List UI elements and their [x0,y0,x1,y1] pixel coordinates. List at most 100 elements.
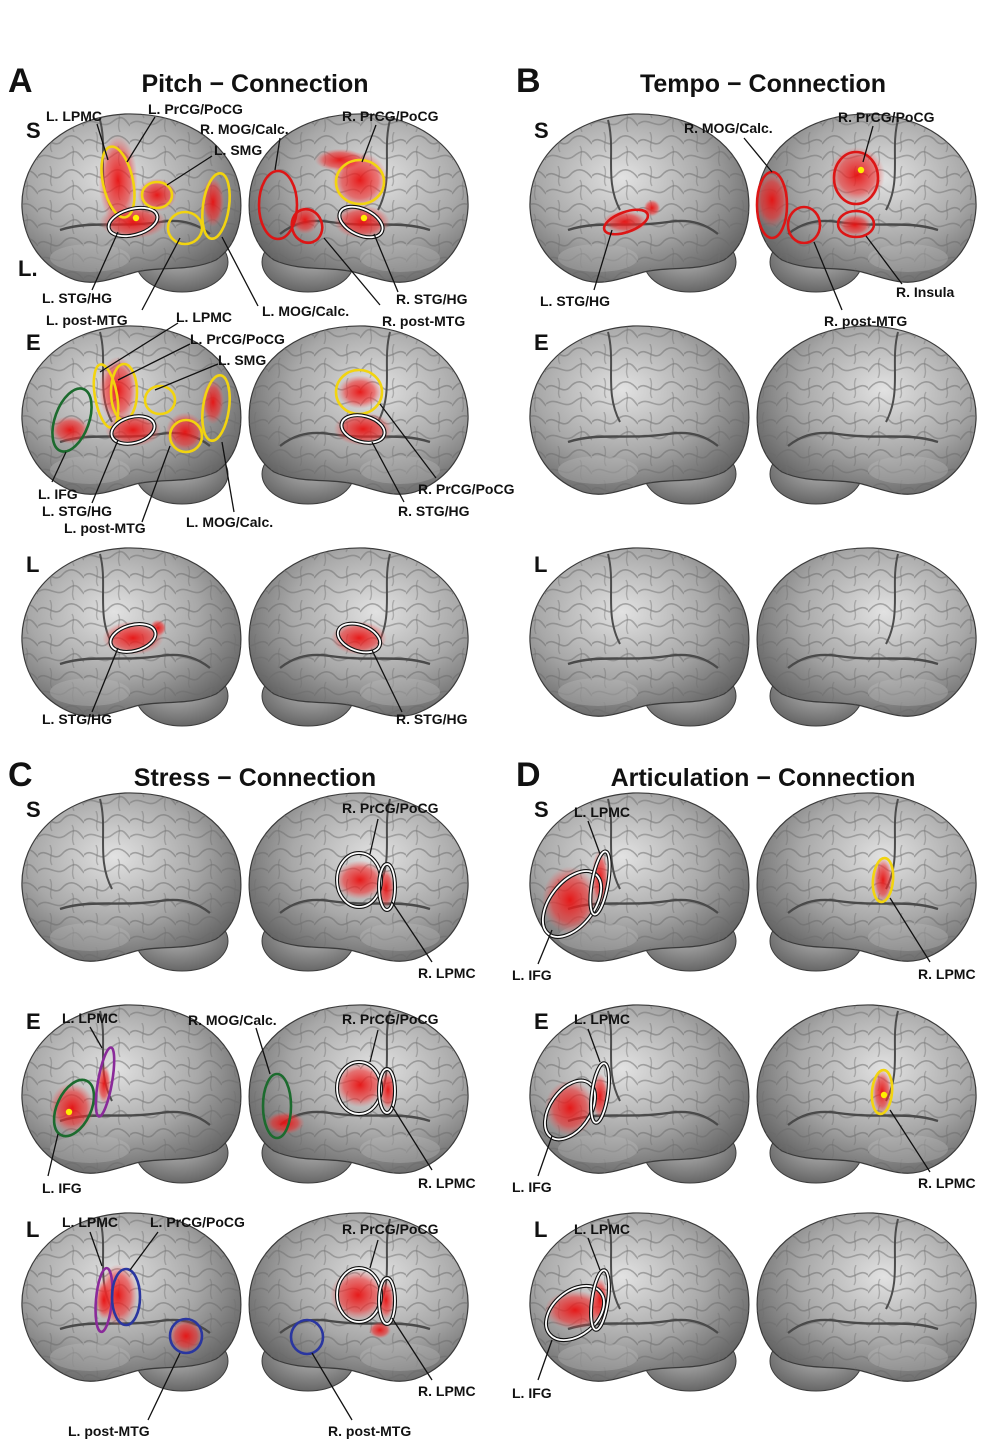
region-label: L. MOG/Calc. [186,514,273,530]
temporal-highlight [558,456,638,484]
leader-line [373,233,399,293]
leader-lines-layer [47,116,931,1421]
left-hemisphere-brain [21,792,242,972]
leader-line [391,901,433,963]
region-label: L. MOG/Calc. [262,303,349,319]
roi-outline-shadow [257,169,299,241]
region-label: L. LPMC [574,804,630,820]
roi-outline-shadow [832,150,880,206]
gyri-texture [757,792,977,962]
leader-line [89,1231,103,1267]
roi-outline-shadow [201,373,231,443]
peak-dot [360,214,368,222]
leader-line [47,1133,59,1177]
leader-line [889,1109,931,1173]
row-label: E [534,1009,549,1034]
region-label: L. LPMC [46,108,102,124]
roi-outline-shadow [100,145,136,219]
activation-blob [542,866,598,934]
peak-dot [132,214,140,222]
roi-outline-shadow [166,210,204,246]
leader-line [371,441,405,503]
activation-blob [169,1319,203,1353]
leader-line [361,124,377,163]
region-label: L. LPMC [574,1221,630,1237]
roi-outline [545,1285,605,1341]
roi-outline-shadow [168,418,204,454]
sylvian-fissure [787,1318,939,1334]
region-label: R. post-MTG [382,313,465,329]
leader-line [255,1027,271,1075]
roi-outline [589,850,611,916]
peak-dot [857,166,865,174]
sylvian-fissure [787,431,939,447]
temporal-highlight [50,456,130,484]
activation-overlay [102,619,387,655]
leader-line [89,1026,103,1049]
panel-letter: D [516,756,541,794]
leader-line [391,1317,433,1381]
gyri-texture [757,1212,977,1382]
roi-outline-shadow [871,856,895,904]
right-hemisphere-brain [248,325,469,505]
activation-overlay [49,1046,397,1140]
region-label: R. PrCG/PoCG [838,109,935,125]
central-sulcus [99,798,113,890]
central-sulcus [607,1218,621,1310]
roi-outline-shadow [110,1267,142,1327]
roi-outline [378,1068,396,1114]
roi-outline-shadow [870,1068,894,1116]
leader-line [813,241,843,311]
panel-letter: B [516,62,541,100]
sylvian-fissure [279,653,431,669]
leader-line [99,322,179,373]
region-label: L. IFG [38,486,78,502]
row-label: E [26,1009,41,1034]
activation-blob [265,1111,305,1135]
activation-blob [98,356,138,424]
panel-letter: A [8,62,33,100]
roi-outline [378,863,396,911]
leader-line [147,1352,181,1421]
leader-line [117,343,191,381]
region-label: R. MOG/Calc. [200,121,289,137]
region-label: L. IFG [512,967,552,983]
region-label: R. PrCG/PoCG [342,108,439,124]
roi-outline [590,1062,610,1124]
region-label: R. Insula [896,284,955,300]
activation-blob [314,148,366,172]
temporal-highlight [558,244,638,272]
roi-outline [340,414,386,444]
leader-line [537,929,553,965]
gyri-texture [529,1004,749,1174]
leader-line [587,1237,601,1271]
sylvian-fissure [567,431,719,447]
activation-overlay [544,1268,611,1343]
temporal-highlight [360,1135,440,1163]
activation-blob [334,1062,386,1108]
region-label: L. PrCG/PoCG [148,101,243,117]
region-label: R. STG/HG [396,291,468,307]
roi-outline-shadow [168,1317,204,1355]
activation-overlay [94,1264,397,1356]
temporal-highlight [360,456,440,484]
temporal-highlight [868,244,948,272]
activation-blob [201,176,225,228]
region-label: R. post-MTG [328,1423,411,1439]
temporal-highlight [50,678,130,706]
activation-blob [755,172,789,228]
roi-outline [338,205,384,239]
region-label: L. IFG [512,1385,552,1401]
gyri-texture [757,547,977,717]
roi-outline [336,622,382,654]
leader-line [369,818,379,855]
region-label: L. STG/HG [540,293,610,309]
region-label: L. LPMC [574,1011,630,1027]
leader-line [96,123,109,161]
activation-overlay [98,135,390,246]
roi-outline-shadow [143,384,177,416]
roi-outline [107,206,159,238]
panel-letter: C [8,756,33,794]
